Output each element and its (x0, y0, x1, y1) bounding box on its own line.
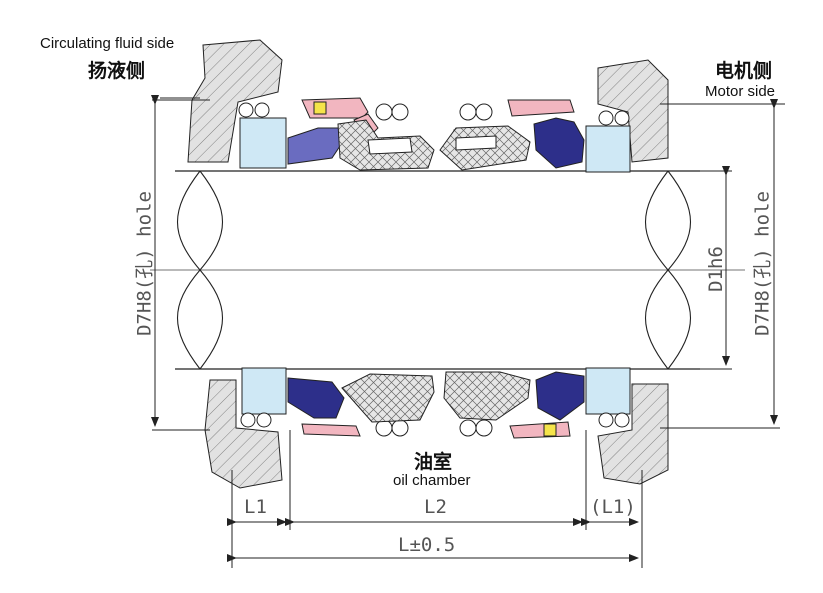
seat-left-top (239, 117, 287, 169)
seat-left-bottom (241, 367, 287, 415)
o-rings (238, 102, 630, 437)
seat-right-bottom (585, 367, 631, 415)
rotating-ring-left-top (287, 127, 345, 165)
rotating-ring-left-bottom (287, 377, 345, 419)
rotating-ring-right-bottom (535, 371, 585, 421)
seat-right-top (585, 125, 631, 173)
housing-left-top (187, 39, 283, 163)
label-dim-l1-left: L1 (244, 496, 267, 518)
label-right-bore: D7H8(孔) hole (751, 191, 774, 336)
label-oil-chamber: oil chamber (393, 472, 471, 489)
spring-bottom (543, 423, 557, 437)
rotating-ring-right-top (533, 117, 585, 169)
label-oil-chamber-cn: 油室 (414, 451, 453, 473)
shaft (150, 170, 745, 370)
label-dim-l2: L2 (424, 496, 447, 518)
label-shaft-diameter: D1h6 (705, 246, 727, 292)
label-dim-total: L±0.5 (398, 534, 456, 556)
dimensions (151, 95, 785, 568)
label-motor-side: Motor side (705, 83, 776, 100)
label-motor-side-cn: 电机侧 (715, 60, 773, 82)
housing-right-bottom (597, 383, 669, 485)
housing-right-top (597, 59, 669, 163)
retainer-clips (367, 135, 497, 155)
housing-left-bottom (204, 379, 283, 489)
label-dim-l1-right: (L1) (590, 496, 636, 518)
bellows (337, 119, 531, 423)
label-left-bore: D7H8(孔) hole (133, 191, 156, 336)
spring-top (313, 101, 327, 115)
label-pump-side-cn: 扬液侧 (88, 60, 146, 82)
label-circulating-fluid-side: Circulating fluid side (40, 35, 175, 52)
